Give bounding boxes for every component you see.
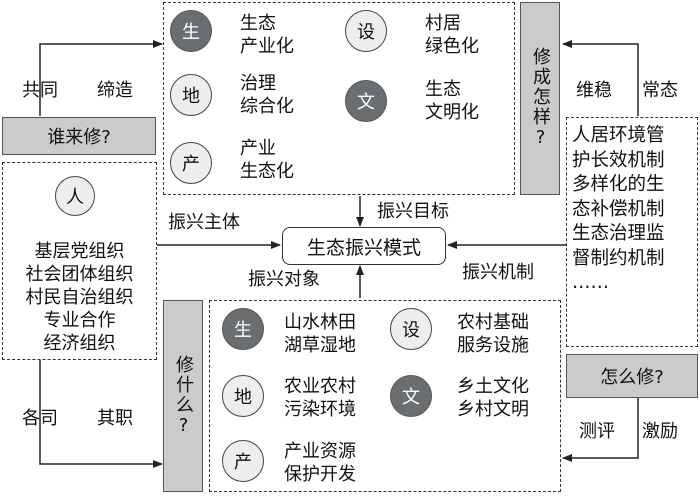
who-box: 谁来修? <box>2 117 156 155</box>
label-subject: 振兴主体 <box>168 212 240 233</box>
how-box: 怎么修? <box>566 354 698 398</box>
circle-sheng-top: 生 <box>170 10 212 52</box>
label-dizao: 缔造 <box>97 80 133 101</box>
circle-chan-top: 产 <box>170 142 212 184</box>
goal-eco-industrialization: 生态 产业化 <box>240 13 294 57</box>
circle-di-top: 地 <box>170 74 212 116</box>
circle-sheng-bottom: 生 <box>222 308 264 350</box>
arrow-mech-to-result <box>562 40 639 116</box>
label-gesi: 各司 <box>22 408 58 429</box>
mechanisms-list: 人居环境管 护长效机制 多样化的生 态补偿机制 生态治理监 督制约机制 …… <box>572 125 665 293</box>
goals-box <box>163 2 515 195</box>
arrow-who-to-top <box>39 40 163 116</box>
goal-eco-civilization: 生态 文明化 <box>425 79 479 123</box>
arrow-how-to-bottom <box>562 398 639 462</box>
object-mountains-waters: 山水林田 湖草湿地 <box>284 312 356 356</box>
circle-wen-top: 文 <box>345 80 387 122</box>
object-industry-resources: 产业资源 保护开发 <box>284 441 356 485</box>
arrow-actors-to-bottom <box>39 360 163 468</box>
label-gongtong: 共同 <box>22 80 58 101</box>
object-pollution: 农业农村 污染环境 <box>284 376 356 420</box>
label-goal: 振兴目标 <box>377 201 449 222</box>
eco-revitalization-mode: 生态振兴模式 <box>282 227 446 265</box>
circle-ren: 人 <box>55 176 95 216</box>
label-ceping: 测评 <box>579 421 615 442</box>
label-object: 振兴对象 <box>248 269 320 290</box>
label-mechanism: 振兴机制 <box>462 262 534 283</box>
goal-village-greening: 村居 绿色化 <box>425 13 479 57</box>
goal-industry-ecologization: 产业 生态化 <box>240 138 294 182</box>
what-box: 修什么? <box>163 300 203 492</box>
actors-list: 基层党组织 社会团体组织 村民自治组织 专业合作 经济组织 <box>25 241 134 354</box>
goal-governance-integration: 治理 综合化 <box>240 73 294 117</box>
circle-she-top: 设 <box>345 10 387 52</box>
label-changtai: 常态 <box>642 80 678 101</box>
mechanisms-box <box>566 117 698 347</box>
object-rural-facilities: 农村基础 服务设施 <box>457 312 529 356</box>
label-qizhi: 其职 <box>97 408 133 429</box>
circle-chan-bottom: 产 <box>222 440 264 482</box>
circle-she-bottom: 设 <box>390 308 432 350</box>
circle-wen-bottom: 文 <box>390 375 432 417</box>
label-weiwen: 维稳 <box>576 80 612 101</box>
label-jili: 激励 <box>642 421 678 442</box>
actors-box <box>2 162 157 360</box>
result-box: 修成怎样? <box>520 2 560 195</box>
object-culture: 乡土文化 乡村文明 <box>457 376 529 420</box>
objects-box <box>209 300 561 492</box>
circle-di-bottom: 地 <box>222 375 264 417</box>
